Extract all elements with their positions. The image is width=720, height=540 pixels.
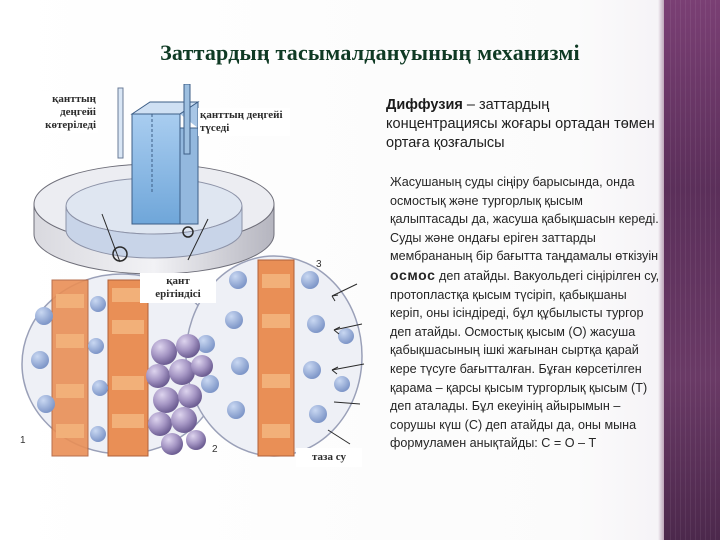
water-molecules [31, 271, 354, 442]
osmosis-term: осмос [390, 266, 436, 283]
osmometer-apparatus [33, 84, 275, 275]
flow-arrows [327, 283, 365, 445]
diffusion-term: Диффузия [386, 97, 463, 113]
osmosis-paragraph: Жасушаның суды сіңіру барысында, онда ос… [390, 173, 660, 453]
slide-title: Заттардың тасымалдануының механизмі [160, 40, 580, 65]
label-sugar-level-falls: қанттың деңгейі түседі [198, 108, 290, 136]
figure-number-3: 3 [316, 259, 322, 270]
diffusion-definition: Диффузия – заттардың концентрациясы жоға… [386, 96, 662, 153]
sugar-molecules [146, 334, 213, 455]
label-sugar-solution: қант ерітіндісі [140, 273, 216, 303]
label-pure-water: таза су [296, 448, 362, 467]
diffusion-definition-text: – заттардың концентрациясы жоғары ортада… [386, 97, 655, 151]
label-sugar-level-rises: қанттың деңгейі көтеріледі [14, 92, 98, 133]
osmosis-text-after: деп атайды. Вакуольдегі сіңірілген су, п… [390, 268, 660, 451]
figure-number-1: 1 [20, 435, 26, 446]
figure-number-2: 2 [212, 444, 218, 455]
decorative-side-band [658, 0, 720, 540]
osmosis-text-before: Жасушаның суды сіңіру барысында, онда ос… [390, 175, 659, 264]
osmosis-illustration: 1 2 3 [20, 84, 365, 457]
decorative-band-texture [670, 0, 720, 540]
